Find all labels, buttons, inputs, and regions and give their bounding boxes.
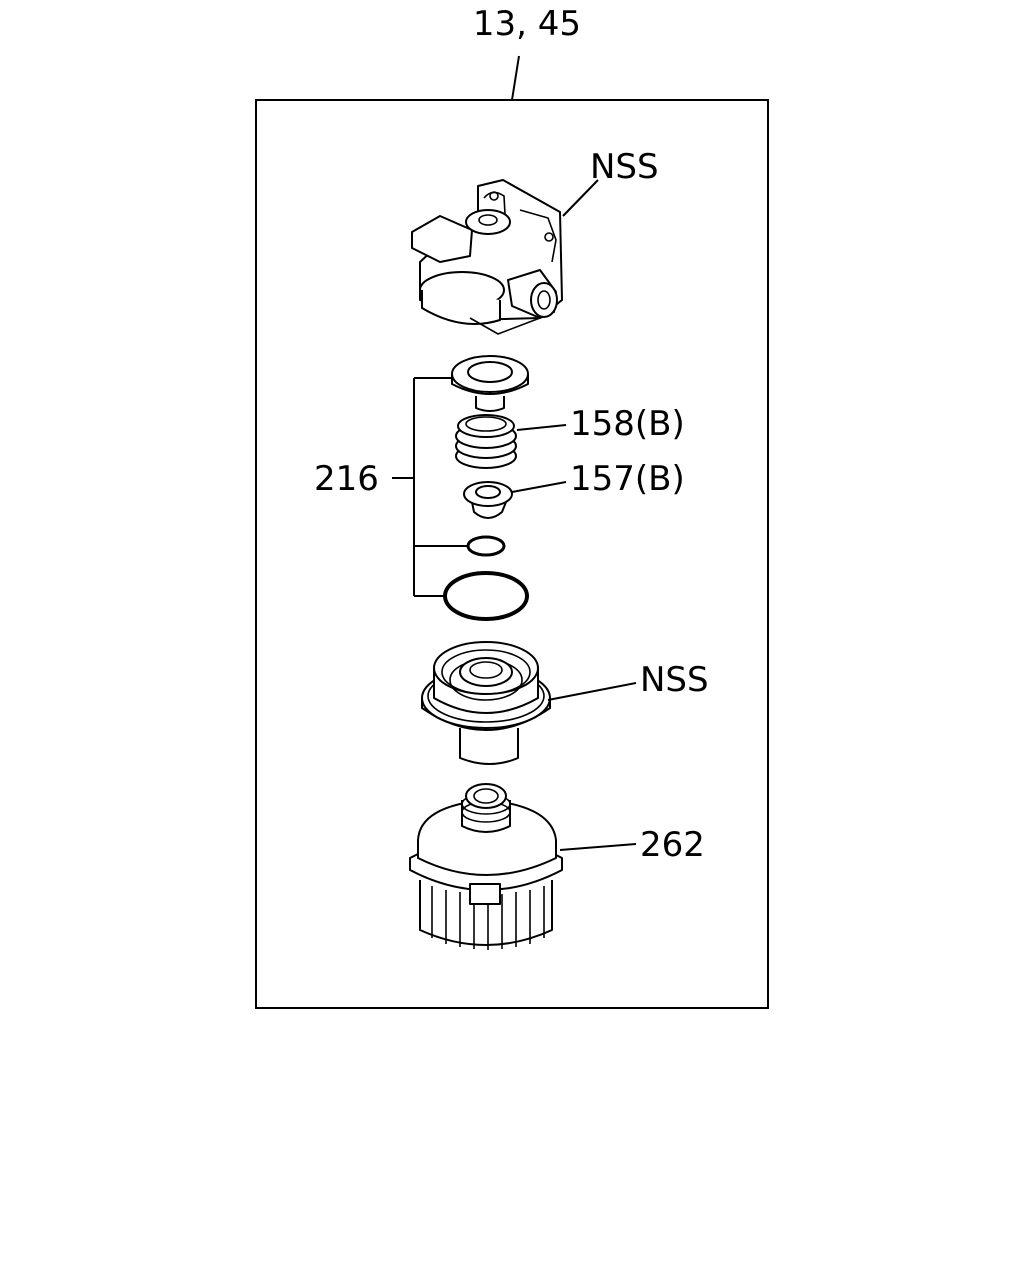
filter-head-part [411, 179, 563, 335]
leader-bowl [559, 843, 637, 851]
large-o-ring [443, 571, 529, 621]
label-element: NSS [640, 660, 709, 700]
valve-part [463, 481, 513, 519]
leader-valve [511, 481, 567, 493]
label-bowl: 262 [640, 825, 705, 865]
leader-element [547, 682, 637, 701]
filter-bowl-part [409, 783, 563, 950]
label-kit: 216 [314, 459, 379, 499]
diagram-frame [255, 99, 769, 1009]
label-head: NSS [590, 147, 659, 187]
leader-spring [516, 424, 567, 431]
label-valve: 157(B) [570, 459, 685, 499]
spring-part [455, 414, 517, 469]
kit-bracket [392, 377, 468, 597]
label-assembly: 13, 45 [473, 4, 581, 44]
leader-head [562, 179, 599, 217]
label-spring: 158(B) [570, 404, 685, 444]
filter-element-part [421, 641, 551, 765]
valve-seat-part [451, 355, 529, 412]
small-o-ring [466, 535, 506, 557]
leader-assembly [511, 55, 520, 101]
